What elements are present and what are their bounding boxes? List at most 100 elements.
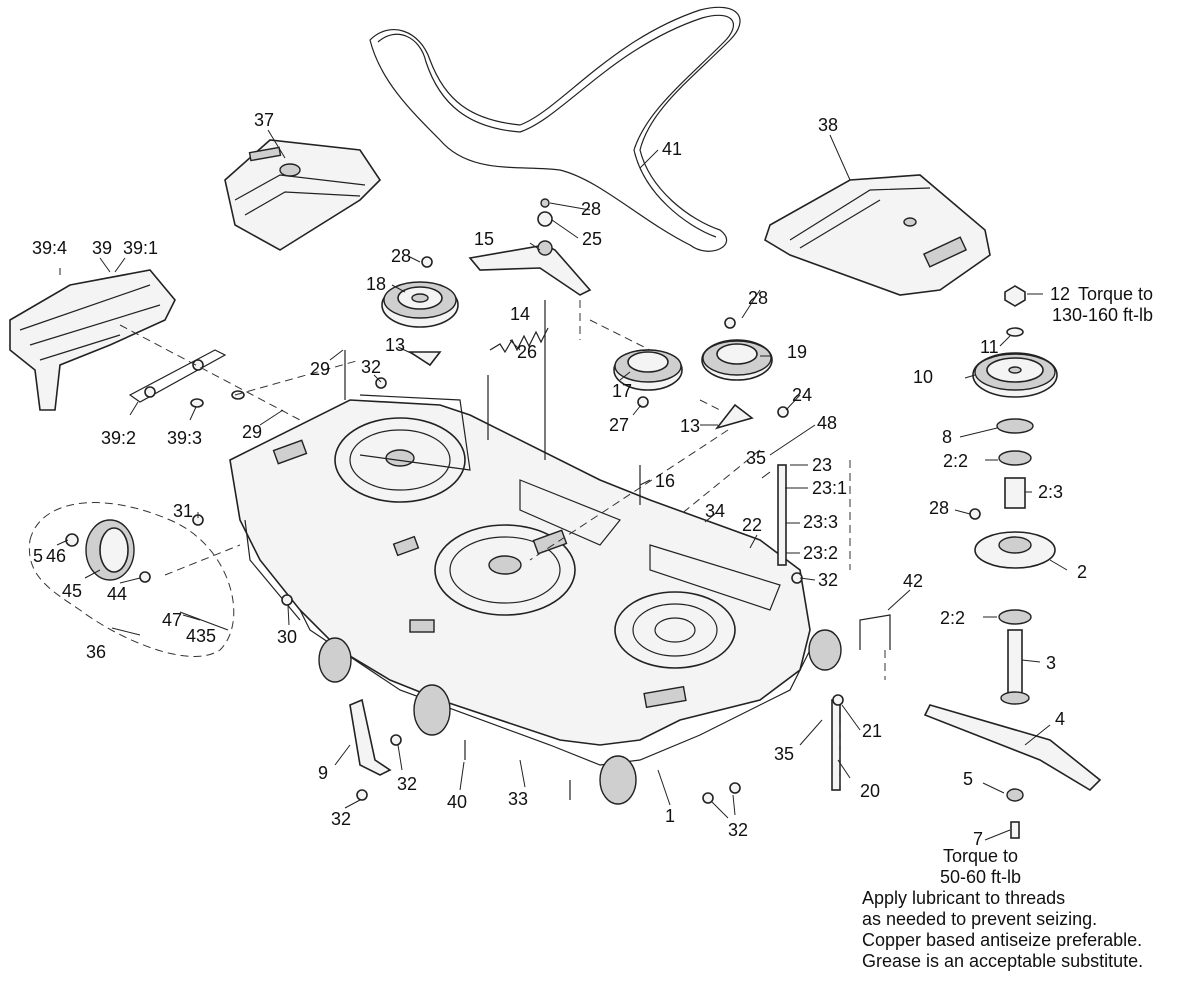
callout-label: 23 <box>812 455 832 475</box>
callout-label: 30 <box>277 627 297 647</box>
callout-label: 32 <box>728 820 748 840</box>
callout-label: 2:3 <box>1038 482 1063 502</box>
callout-label: 5 <box>206 626 216 646</box>
mower-deck <box>229 394 811 766</box>
assembly-lines <box>119 300 886 790</box>
callout-label: 2:2 <box>943 451 968 471</box>
callout-label: 35 <box>746 448 766 468</box>
callout-label: 2:2 <box>940 608 965 628</box>
callout-label: 7 <box>973 829 983 849</box>
callout-label: 3 <box>1046 653 1056 673</box>
callout-label: 33 <box>508 789 528 809</box>
callout-label: 46 <box>46 546 66 566</box>
callout-labels: 1 2 2:2 2:2 2:3 3 4 5 7 8 9 10 11 12 13 … <box>32 110 1087 849</box>
callout-label: 13 <box>680 416 700 436</box>
idler-pulley-17 <box>613 349 683 391</box>
callout-label: 39:4 <box>32 238 67 258</box>
callout-label: 44 <box>107 584 127 604</box>
callout-label: 37 <box>254 110 274 130</box>
callout-label: 34 <box>705 501 725 521</box>
callout-label: 47 <box>162 610 182 630</box>
callout-label: 28 <box>748 288 768 308</box>
callout-label: 21 <box>862 721 882 741</box>
torque-note-blade-bolt: Torque to 50-60 ft-lb <box>940 846 1021 888</box>
callout-label: 24 <box>792 385 812 405</box>
callout-label: 23:1 <box>812 478 847 498</box>
callout-label: 28 <box>391 246 411 266</box>
belt-cover-left <box>224 139 382 251</box>
caster-wheel-assembly <box>28 502 235 657</box>
spindle-pulley-10 <box>972 352 1058 398</box>
callout-label: 45 <box>62 581 82 601</box>
front-bracket <box>128 349 245 408</box>
callout-label: 9 <box>318 763 328 783</box>
lubricant-note: Apply lubricant to threads as needed to … <box>862 888 1143 972</box>
callout-label: 26 <box>517 342 537 362</box>
callout-label: 5 <box>963 769 973 789</box>
callout-label: 35 <box>774 744 794 764</box>
lubricant-note-line: as needed to prevent seizing. <box>862 909 1098 929</box>
belt-cover-right <box>764 174 991 296</box>
torque-note-line: Torque to <box>942 846 1019 866</box>
cone-13b <box>714 403 754 430</box>
callout-label: 41 <box>662 139 682 159</box>
callout-label: 38 <box>818 115 838 135</box>
callout-label: 27 <box>609 415 629 435</box>
lubricant-note-line: Grease is an acceptable substitute. <box>862 951 1144 971</box>
callout-label: 25 <box>582 229 602 249</box>
callout-label: 10 <box>913 367 933 387</box>
callout-label: 1 <box>665 806 675 826</box>
callout-label: 29 <box>242 422 262 442</box>
callout-label: 13 <box>385 335 405 355</box>
torque-note-line: Torque to <box>1078 284 1154 304</box>
callout-label: 20 <box>860 781 880 801</box>
callout-label: 43 <box>186 626 206 646</box>
callout-label: 32 <box>397 774 417 794</box>
callout-label: 31 <box>173 501 193 521</box>
callout-label: 39 <box>92 238 112 258</box>
callout-label: 39:2 <box>101 428 136 448</box>
anti-scalp-wheels <box>318 629 842 805</box>
callout-label: 28 <box>581 199 601 219</box>
callout-label: 15 <box>474 229 494 249</box>
hardware <box>192 256 981 804</box>
callout-label: 32 <box>331 809 351 829</box>
callout-label: 29 <box>310 359 330 379</box>
callout-label: 36 <box>86 642 106 662</box>
torque-note-line: 50-60 ft-lb <box>940 867 1022 887</box>
callout-label: 16 <box>655 471 675 491</box>
callout-label: 8 <box>942 427 952 447</box>
callout-label: 11 <box>980 337 999 357</box>
callout-label: 22 <box>742 515 762 535</box>
callout-label: 2 <box>1077 562 1087 582</box>
callout-label: 32 <box>361 357 381 377</box>
callout-label: 14 <box>510 304 530 324</box>
callout-label: 12 <box>1050 284 1070 304</box>
leader-lines <box>56 129 1068 841</box>
idler-arm <box>468 198 592 296</box>
idler-pulley-18 <box>381 281 459 328</box>
callout-label: 39:3 <box>167 428 202 448</box>
callout-label: 40 <box>447 792 467 812</box>
mower-blade <box>923 704 1102 792</box>
torque-note-spindle-nut: Torque to 130-160 ft-lb <box>1052 284 1154 326</box>
front-cover <box>9 269 176 411</box>
torque-note-line: 130-160 ft-lb <box>1052 305 1154 325</box>
idler-pulley-19 <box>701 339 773 381</box>
cone-13a <box>407 351 442 367</box>
callout-label: 48 <box>817 413 837 433</box>
callout-label: 42 <box>903 571 923 591</box>
callout-label: 32 <box>818 570 838 590</box>
lubricant-note-line: Copper based antiseize preferable. <box>862 930 1143 950</box>
callout-label: 28 <box>929 498 949 518</box>
callout-label: 17 <box>612 381 632 401</box>
callout-label: 4 <box>1055 709 1065 729</box>
callout-label: 23:3 <box>803 512 838 532</box>
callout-label: 5 <box>33 546 43 566</box>
spindle-stack <box>974 285 1056 839</box>
lubricant-note-line: Apply lubricant to threads <box>862 888 1066 908</box>
idler-spring <box>489 327 549 354</box>
deck-belt <box>369 6 741 252</box>
callout-label: 39:1 <box>123 238 158 258</box>
